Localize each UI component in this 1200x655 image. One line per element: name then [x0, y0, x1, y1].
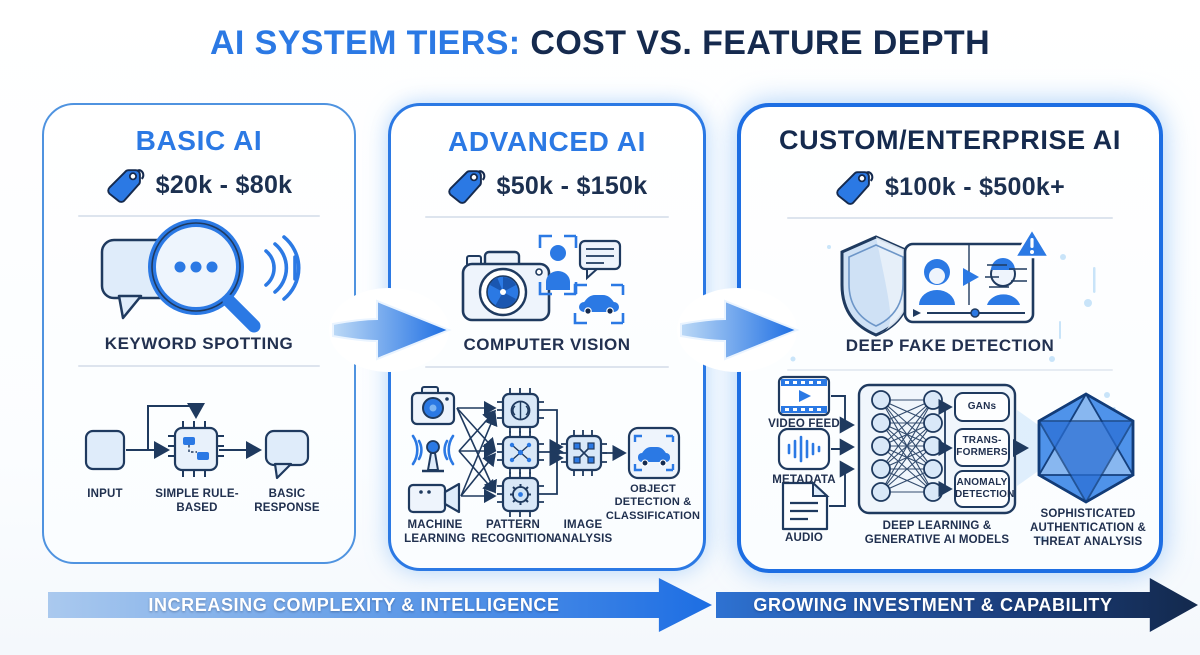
panel-advanced-title: ADVANCED AI — [448, 126, 646, 157]
sound-waves-icon — [264, 235, 301, 301]
label-input: INPUT — [87, 488, 123, 500]
shield-icon — [840, 235, 912, 337]
page-title-accent: AI SYSTEM TIERS: — [209, 24, 521, 62]
deepfake-video-player-icon — [903, 242, 1035, 324]
polyhedron-icon — [1037, 392, 1135, 504]
divider — [425, 366, 669, 368]
label-gans: GANs — [967, 401, 997, 412]
panel-enterprise-price: $100k - $500k+ — [884, 172, 1066, 201]
vision-pipeline-diagram — [407, 386, 681, 517]
tier-transition-arrow-1 — [329, 288, 452, 372]
video-camera-icon — [407, 482, 461, 514]
panel-advanced-feature: COMPUTER VISION — [463, 335, 631, 354]
panel-basic-feature: KEYWORD SPOTTING — [104, 334, 294, 353]
computer-vision-icon — [461, 234, 625, 325]
divider — [425, 216, 669, 218]
label-simple-rule-based: SIMPLE RULE-BASED — [155, 488, 239, 515]
price-tag-icon — [447, 170, 485, 204]
page-title: AI SYSTEM TIERS: COST VS. FEATURE DEPTH — [0, 24, 1200, 63]
chip-network-icon — [497, 431, 544, 474]
chip-image-analysis-icon — [561, 430, 607, 476]
person-detection-frame-icon — [538, 234, 578, 296]
label-video-feed: VIDEO FEED — [768, 418, 840, 430]
deepfake-pipeline-diagram — [777, 375, 1135, 531]
label-sophisticated-output: SOPHISTICATED AUTHENTICATION & THREAT AN… — [1029, 508, 1147, 549]
complexity-arrow-label: INCREASING COMPLEXITY & INTELLIGENCE — [148, 594, 560, 615]
label-image-analysis: IMAGE ANALYSIS — [553, 519, 613, 546]
tier-transition-arrow-2 — [677, 288, 800, 372]
warning-triangle-icon — [1013, 227, 1051, 259]
audio-document-icon — [781, 480, 830, 531]
car-detection-frame-icon — [573, 283, 625, 325]
camera-icon — [461, 250, 551, 322]
divider — [786, 369, 1113, 371]
panel-enterprise-feature: DEEP FAKE DETECTION — [845, 336, 1055, 355]
label-deep-learning-models: DEEP LEARNING & GENERATIVE AI MODELS — [864, 520, 1010, 547]
camera-small-icon — [410, 386, 456, 426]
panel-enterprise-price-row: $100k - $500k+ — [741, 165, 1159, 209]
model-boxes — [954, 392, 1010, 508]
label-machine-learning: MACHINE LEARNING — [404, 519, 466, 546]
panel-basic-graphics — [84, 219, 310, 480]
label-anomaly-detection: ANOMALY DETECTION — [955, 477, 1015, 501]
panel-enterprise-title: CUSTOM/ENTERPRISE AI — [778, 125, 1122, 155]
panel-enterprise-ai: CUSTOM/ENTERPRISE AI $100k - $500k+ — [737, 103, 1163, 573]
label-basic-response: BASIC RESPONSE — [254, 488, 320, 515]
speech-bubble-icon — [578, 239, 622, 281]
video-feed-icon — [777, 375, 831, 417]
label-audio: AUDIO — [784, 532, 824, 544]
chip-icon — [168, 421, 224, 477]
divider — [78, 215, 320, 217]
panel-enterprise-graphics — [777, 227, 1135, 542]
panel-basic-ai: BASIC AI $20k - $80k — [42, 103, 356, 564]
label-pattern-recognition: PATTERN RECOGNITION — [471, 519, 555, 546]
label-transformers: TRANS-FORMERS — [956, 435, 1008, 459]
divider — [78, 365, 320, 367]
basic-flow-diagram — [84, 403, 310, 480]
metadata-waveform-icon — [777, 427, 831, 471]
investment-arrow: GROWING INVESTMENT & CAPABILITY — [716, 578, 1198, 632]
chip-brain-icon — [497, 388, 544, 433]
neural-network-links — [880, 399, 934, 493]
panel-basic-price: $20k - $80k — [155, 170, 293, 199]
input-box-icon — [84, 429, 126, 471]
antenna-icon — [411, 434, 455, 473]
deep-fake-detection-icon — [840, 227, 1051, 337]
complexity-arrow: INCREASING COMPLEXITY & INTELLIGENCE — [48, 578, 712, 632]
keyword-spotting-icon — [100, 219, 301, 333]
panel-advanced-graphics — [407, 234, 681, 517]
price-tag-icon — [106, 169, 144, 203]
panel-advanced-price-row: $50k - $150k — [391, 164, 703, 208]
price-tag-icon — [836, 171, 874, 205]
panel-basic-title: BASIC AI — [135, 125, 263, 156]
chip-gear-icon — [497, 472, 544, 517]
panel-basic-price-row: $20k - $80k — [44, 163, 354, 207]
page-title-rest: COST VS. FEATURE DEPTH — [530, 24, 991, 62]
label-object-detection: OBJECT DETECTION & CLASSIFICATION — [605, 483, 701, 522]
object-detection-icon — [627, 426, 681, 480]
panel-advanced-price: $50k - $150k — [496, 171, 648, 200]
divider — [786, 217, 1113, 219]
response-bubble-icon — [264, 429, 310, 480]
label-metadata: METADATA — [772, 474, 836, 486]
investment-arrow-label: GROWING INVESTMENT & CAPABILITY — [753, 594, 1113, 615]
